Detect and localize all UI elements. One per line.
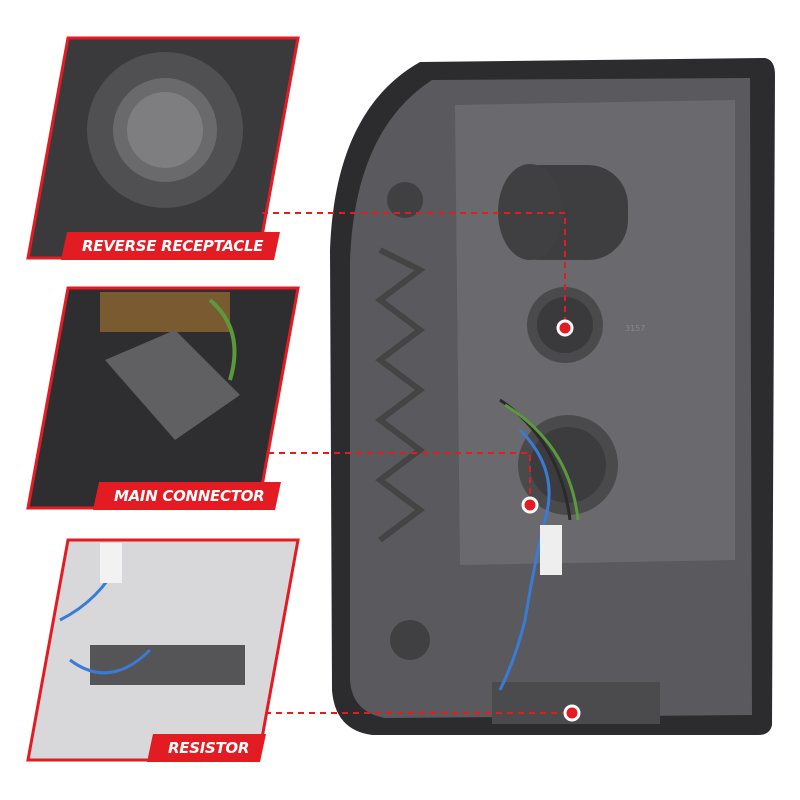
leader-lines bbox=[262, 212, 572, 714]
detail-panel-main-connector bbox=[26, 286, 300, 510]
bulb-code-marking: 3157 bbox=[625, 324, 645, 333]
tail-light-housing: 3157 bbox=[330, 58, 775, 735]
callout-label-resistor: RESISTOR bbox=[147, 734, 267, 762]
callout-label-main-connector: MAIN CONNECTOR bbox=[93, 482, 282, 510]
callout-dots bbox=[521, 319, 581, 722]
detail-panel-reverse-receptacle bbox=[26, 36, 300, 260]
callout-label-reverse-receptacle: REVERSE RECEPTACLE bbox=[61, 232, 281, 260]
detail-panel-resistor bbox=[26, 538, 300, 762]
